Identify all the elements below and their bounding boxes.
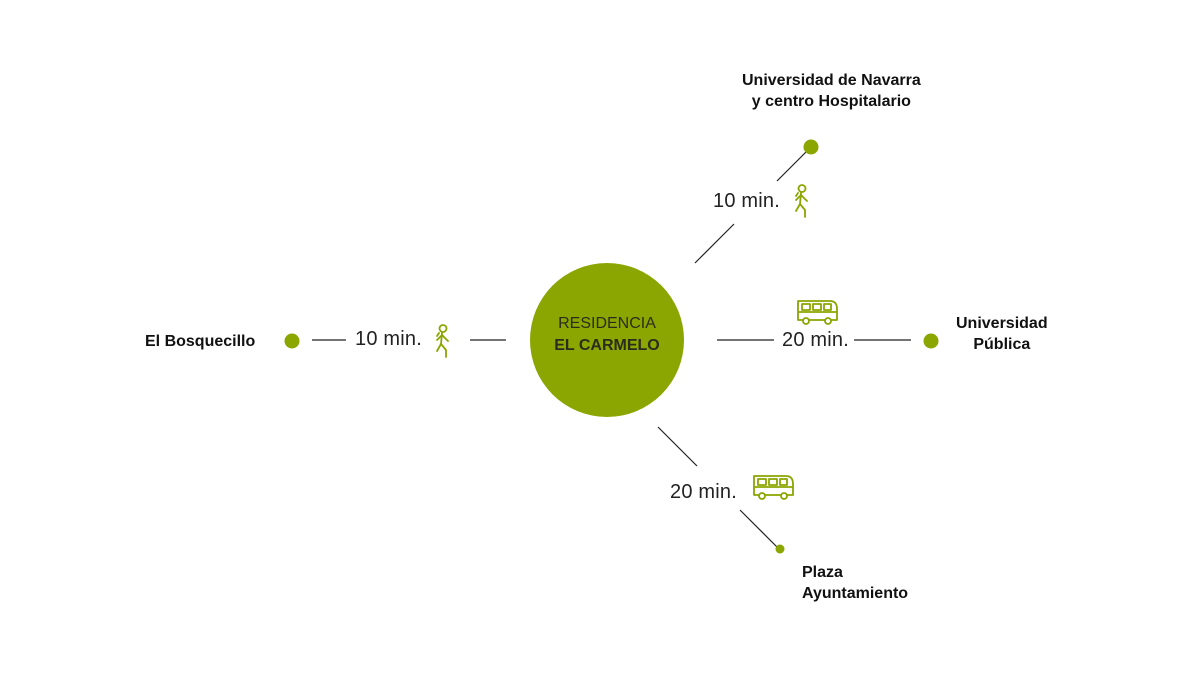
navarra-dot xyxy=(803,139,819,155)
travel-time-navarra: 10 min. xyxy=(713,190,780,212)
bus-icon xyxy=(797,300,838,325)
destination-label-line2: y centro Hospitalario xyxy=(751,93,911,110)
connector-line-navarra xyxy=(776,151,807,182)
destination-universidad-navarra: Universidad de Navarra y centro Hospital… xyxy=(742,70,921,112)
connector-line-plaza xyxy=(739,509,778,548)
destination-label-line1: El Bosquecillo xyxy=(145,333,256,350)
destination-universidad-publica: Universidad Pública xyxy=(956,313,1048,355)
destination-label-line1: Universidad de Navarra xyxy=(742,72,921,89)
bus-icon xyxy=(753,475,794,500)
publica-dot xyxy=(923,333,939,349)
destination-label-line1: Plaza xyxy=(802,564,843,581)
destination-label-line2: Ayuntamiento xyxy=(802,585,909,602)
travel-time-bosquecillo: 10 min. xyxy=(355,328,422,350)
hub-label-line1: RESIDENCIA xyxy=(558,315,656,332)
bosquecillo-dot xyxy=(284,333,300,349)
travel-time-publica: 20 min. xyxy=(782,329,849,351)
destination-label-line2: Pública xyxy=(973,336,1031,353)
destination-plaza-ayuntamiento: Plaza Ayuntamiento xyxy=(802,562,908,604)
walking-person-icon xyxy=(795,184,808,218)
hub-label: RESIDENCIA EL CARMELO xyxy=(531,313,683,357)
hub-label-line2: EL CARMELO xyxy=(554,337,660,354)
walking-person-icon xyxy=(436,324,449,358)
destination-label-line1: Universidad xyxy=(956,315,1048,332)
travel-time-plaza: 20 min. xyxy=(670,481,737,503)
destination-el-bosquecillo: El Bosquecillo xyxy=(145,331,255,352)
connector-line-plaza xyxy=(657,426,698,467)
connector-line-navarra xyxy=(694,223,735,264)
hub-circle xyxy=(530,263,684,417)
plaza-dot xyxy=(775,544,785,554)
